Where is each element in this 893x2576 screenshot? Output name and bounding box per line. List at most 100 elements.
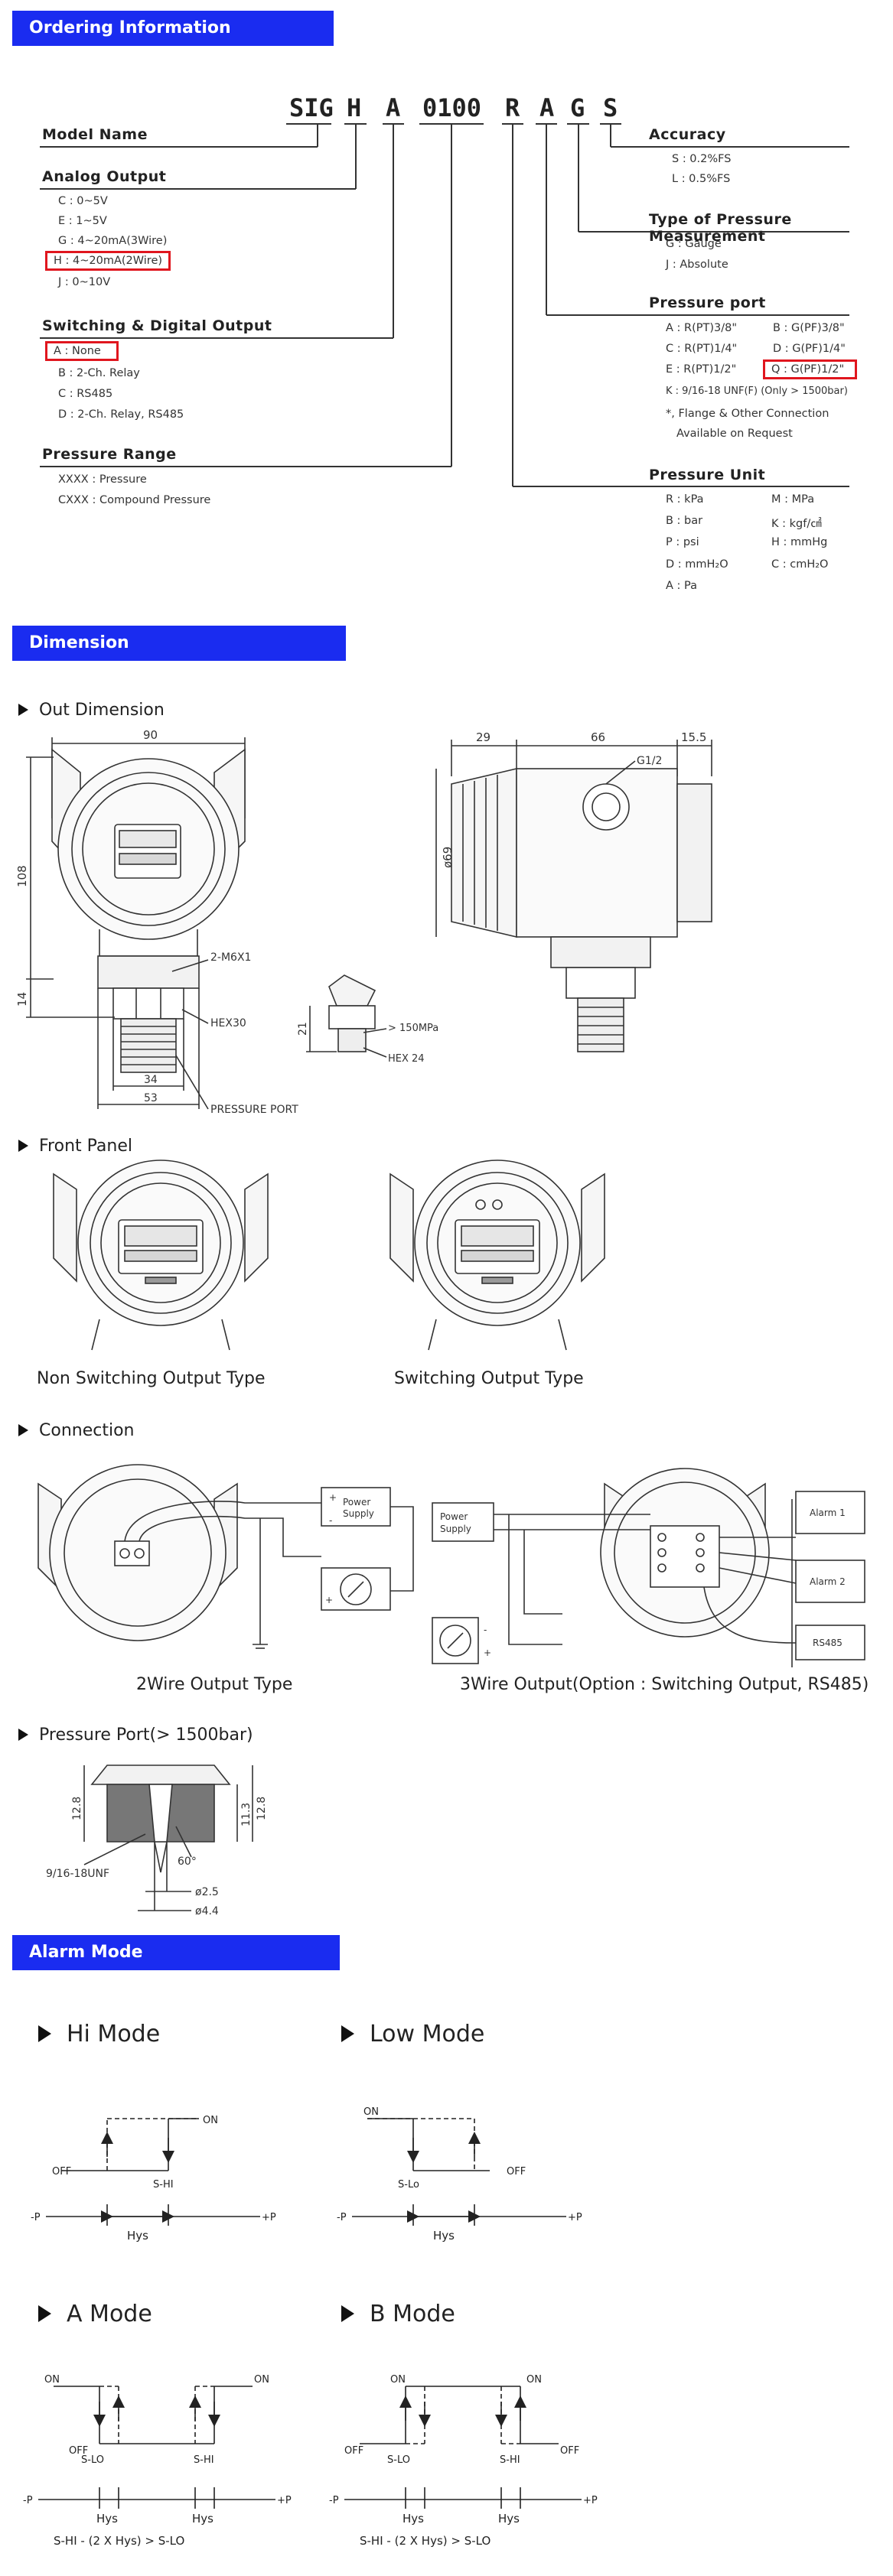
code-sig: SIG [289,93,334,122]
code-a2: A [539,93,555,122]
dim-14: 14 [15,992,29,1007]
port-dim-d44: ø4.4 [195,1905,219,1917]
accuracy-item: L : 0.5%FS [672,173,731,185]
code-h: H [347,93,362,122]
analog-item: C : 0~5V [58,195,108,207]
b-shi: S-HI [500,2454,520,2466]
analog-item: E : 1~5V [58,215,107,227]
b-minus-p: -P [329,2495,339,2506]
triangle-bullet-icon [18,1140,28,1152]
analog-output-title: Analog Output [42,168,167,185]
a-on-left: ON [44,2374,60,2386]
unit-item: R : kPa [666,493,704,506]
triangle-bullet-icon [341,2305,354,2322]
connection-heading: Connection [18,1421,134,1440]
triangle-bullet-icon [18,1729,28,1741]
port-dim-12-8b: 12.8 [256,1797,268,1820]
unit-item: P : psi [666,536,699,548]
a-on-right: ON [254,2374,269,2386]
front-panel-switching [389,1160,605,1351]
dim-hex24: HEX 24 [388,1053,425,1065]
dim-21: 21 [297,1022,309,1036]
low-on: ON [363,2106,379,2118]
port-dim-d25: ø2.5 [195,1886,219,1898]
hi-mode-diagram: ON OFF S-HI -P +P Hys [31,2115,276,2243]
a-mode-diagram: ON ON OFF S-LO S-HI -P +P Hys Hys S-HI -… [23,2374,292,2548]
low-mode-diagram: ON OFF S-Lo -P +P Hys [337,2106,582,2243]
unit-item: K : kgf/㎠ [771,518,822,530]
out-dimension-front-drawing: 90 108 14 2-M6X1 HEX30 34 53 PRESSURE PO… [15,728,298,1116]
a-formula: S-HI - (2 X Hys) > S-LO [54,2534,184,2548]
b-mode-diagram: ON ON OFF OFF S-LO S-HI -P +P Hys Hys S-… [329,2374,598,2548]
dim-108: 108 [15,865,29,887]
conn-minus-1: - [329,1515,332,1526]
hi-plus-p: +P [262,2212,276,2223]
b-on-right: ON [526,2374,542,2386]
connection-2wire-diagram: + - Power Supply + [37,1464,414,1649]
unit-item: D : mmH₂O [666,558,728,571]
conn-plus-2: + [325,1595,333,1605]
code-0100: 0100 [422,93,482,122]
b-plus-p: +P [583,2495,598,2506]
port-item: A : R(PT)3/8" [666,322,738,334]
dim-pressure-port: PRESSURE PORT [210,1104,298,1116]
port-item: D : G(PF)1/4" [773,343,846,355]
pressure-port-title: Pressure port [649,294,766,311]
conn-supply-2: Supply [440,1524,471,1534]
b-formula: S-HI - (2 X Hys) > S-LO [360,2534,490,2548]
dim-15-5: 15.5 [681,730,706,744]
dim-hex30: HEX30 [210,1017,246,1029]
b-off-right: OFF [560,2445,579,2457]
measurement-item: J : Absolute [666,259,728,271]
low-mode-title: Low Mode [341,2021,484,2047]
analog-item-selected: H : 4~20mA(2Wire) [44,251,171,271]
switching-item-selected: A : None [45,341,119,361]
conn-caption-2wire: 2Wire Output Type [136,1675,293,1694]
front-caption-non-switching: Non Switching Output Type [37,1369,266,1388]
analog-item: G : 4~20mA(3Wire) [58,235,168,247]
conn-power-1: Power [343,1497,370,1508]
switching-item: B : 2-Ch. Relay [58,367,140,379]
conn-alarm2: Alarm 2 [810,1576,846,1587]
triangle-bullet-icon [38,2305,51,2322]
dim-66: 66 [591,730,605,744]
measurement-title: Type of Pressure Measurement [649,211,792,245]
analog-item: J : 0~10V [58,276,111,288]
dimension-section-header: Dimension [12,626,346,661]
conn-plus-3: + [484,1647,491,1658]
unit-item: C : cmH₂O [771,558,829,571]
port-item: B : G(PF)3/8" [773,322,845,334]
pressure-port-drawing: 12.8 11.3 12.8 9/16-18UNF 60° ø2.5 ø4.4 [46,1764,268,1917]
port-dim-unf: 9/16-18UNF [46,1868,109,1880]
dim-69: ø69 [441,847,455,868]
port-note: *, Flange & Other Connection [666,408,829,420]
conn-alarm1: Alarm 1 [810,1508,846,1518]
code-g: G [570,93,585,122]
b-slo: S-LO [387,2454,410,2466]
ordering-connector-lines [40,123,849,487]
a-shi: S-HI [194,2454,214,2466]
pressure-range-title: Pressure Range [42,446,177,463]
unit-item: B : bar [666,515,703,527]
front-panel-non-switching [53,1160,269,1351]
switching-output-title: Switching & Digital Output [42,317,272,334]
port-item: E : R(PT)1/2" [666,363,737,376]
a-slo: S-LO [81,2454,104,2466]
dim-g12: G1/2 [637,755,662,767]
port-item-selected: Q : G(PF)1/2" [762,359,858,379]
range-item: XXXX : Pressure [58,473,147,486]
dim-150mpa: > 150MPa [388,1023,438,1034]
low-slo: S-Lo [398,2179,419,2191]
a-hys-1: Hys [96,2512,118,2526]
out-dimension-heading: Out Dimension [18,701,165,720]
pressure-unit-title: Pressure Unit [649,467,766,483]
b-off-left: OFF [344,2445,363,2457]
dim-53: 53 [144,1092,158,1104]
code-s: S [603,93,618,122]
low-off: OFF [507,2166,526,2178]
port-item: C : R(PT)1/4" [666,343,738,355]
code-r: R [505,93,520,122]
accuracy-title: Accuracy [649,126,726,143]
out-dimension-side-drawing: 29 66 15.5 G1/2 ø69 [435,730,712,1052]
port-dim-60: 60° [178,1856,197,1868]
